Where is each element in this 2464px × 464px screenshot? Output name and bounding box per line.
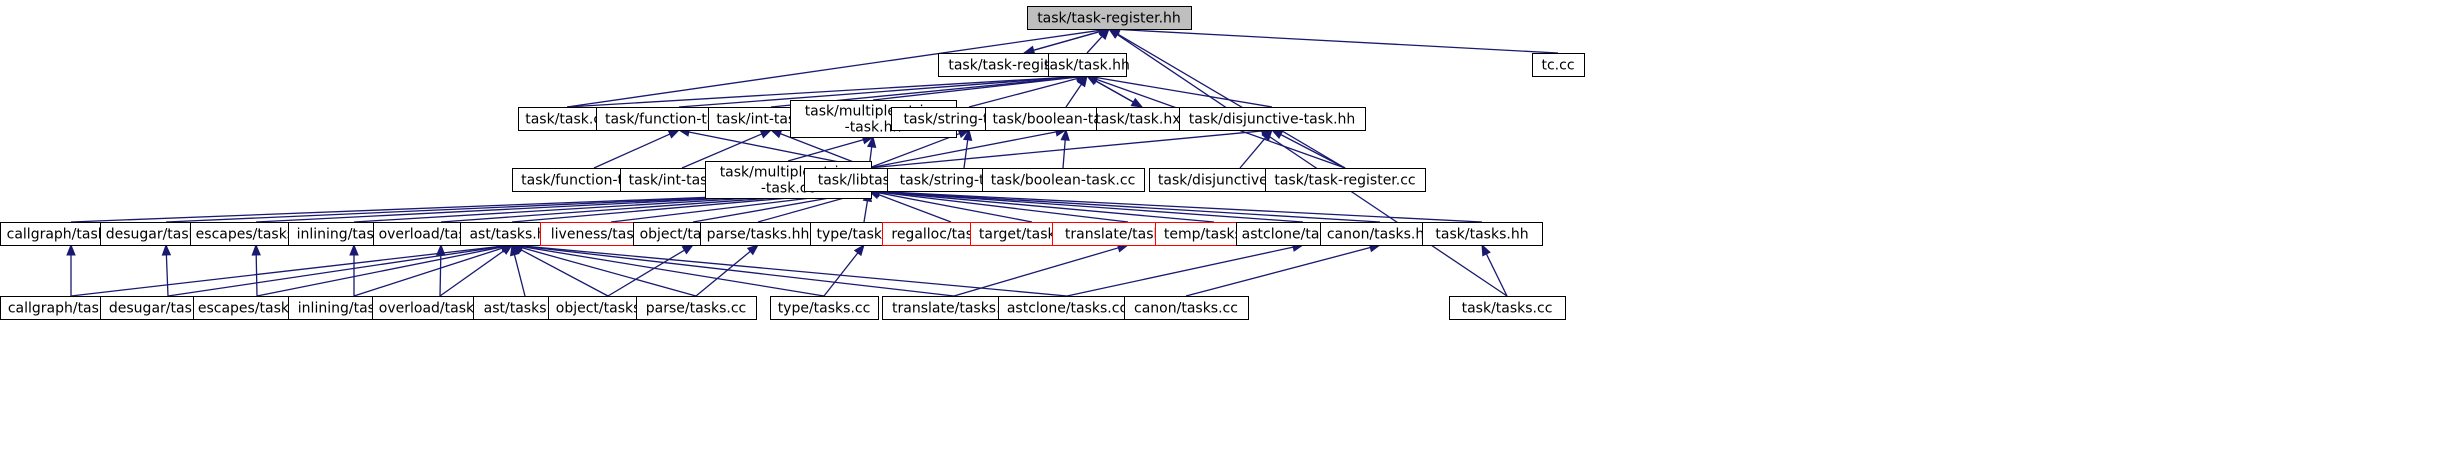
- node-label: task/tasks.hh: [1435, 227, 1528, 243]
- edges: [66, 24, 1559, 297]
- node-box: [1124, 296, 1249, 320]
- node-label: type/tasks.cc: [778, 301, 871, 317]
- edge-astc_cc-to-ast_hh: [510, 241, 1068, 297]
- edge-cg_cc-to-cg_hh: [66, 243, 76, 296]
- node-label: canon/tasks.hh: [1327, 227, 1433, 243]
- node-label: escapes/tasks.hh: [196, 227, 317, 243]
- edge-str_cc-to-str_hh: [962, 128, 973, 169]
- node-par_cc[interactable]: parse/tasks.cc: [636, 296, 757, 320]
- node-label: escapes/tasks.cc: [198, 301, 316, 317]
- edge-des_cc-to-des_hh: [161, 243, 172, 297]
- node-label: task/task.cc: [525, 112, 609, 128]
- edge-tsk_cc-to-tsk_hh: [1481, 243, 1508, 297]
- edge-obj_cc-to-obj_hh: [607, 244, 695, 297]
- node-reg_hh[interactable]: task/task-register.hh: [1027, 6, 1192, 30]
- edge-can_hh-to-libtask: [867, 186, 1381, 223]
- node-label: ast/tasks.hh: [469, 227, 554, 243]
- node-can_hh[interactable]: canon/tasks.hh: [1320, 222, 1441, 246]
- node-label: tc.cc: [1541, 58, 1574, 74]
- node-label: ast/tasks.cc: [484, 301, 567, 317]
- edge-bool_cc-to-bool_hh: [1060, 128, 1070, 169]
- edge-inl_cc-to-ast_hh: [353, 243, 514, 297]
- node-label: -task.cc: [761, 181, 815, 197]
- node-bool_cc[interactable]: task/boolean-task.cc: [982, 168, 1145, 192]
- node-label: overload/tasks.cc: [379, 301, 501, 317]
- node-box: [1027, 6, 1192, 30]
- node-box: [1422, 222, 1543, 246]
- edge-ovl_cc-to-ast_hh: [439, 244, 514, 297]
- edge-cg_cc-to-ast_hh: [70, 241, 514, 297]
- edge-ms_cc-to-ms_hh: [787, 135, 875, 162]
- node-label: canon/tasks.cc: [1134, 301, 1238, 317]
- edge-dis_hh-to-task_hh: [1085, 73, 1273, 108]
- edge-ast_cc-to-ast_hh: [510, 243, 526, 297]
- node-label: -task.hh: [845, 120, 902, 136]
- node-label: astclone/tasks.cc: [1007, 301, 1127, 317]
- node-box: [982, 168, 1145, 192]
- node-label: task/task.hh: [1044, 58, 1130, 74]
- edge-task_hh-to-task_hxx: [1086, 75, 1144, 108]
- node-label: task/task.hxx: [1095, 112, 1189, 128]
- node-label: task/task-register.hh: [1037, 11, 1181, 27]
- node-tsk_cc[interactable]: task/tasks.cc: [1449, 296, 1566, 320]
- edge-tsk_hh-to-libtask: [867, 186, 1483, 223]
- node-box: [1179, 107, 1366, 131]
- node-par_hh[interactable]: parse/tasks.hh: [700, 222, 817, 246]
- node-label: parse/tasks.cc: [646, 301, 746, 317]
- node-label: task/tasks.cc: [1462, 301, 1553, 317]
- edge-esc_cc-to-esc_hh: [251, 243, 261, 297]
- edge-can_cc-to-can_hh: [1185, 243, 1382, 297]
- edge-astc_cc-to-astc_hh: [1066, 242, 1305, 297]
- edge-reg_cc-to-reg_hh: [1107, 28, 1346, 169]
- node-label: object/tasks.cc: [556, 301, 660, 317]
- node-task_cc[interactable]: task/task.cc: [518, 107, 617, 131]
- node-box: [770, 296, 879, 320]
- edge-typ_cc-to-typ_hh: [823, 243, 865, 297]
- node-box: [1265, 168, 1426, 192]
- node-label: task/disjunctive-task.hh: [1189, 112, 1356, 128]
- node-typ_cc[interactable]: type/tasks.cc: [770, 296, 879, 320]
- node-box: [636, 296, 757, 320]
- node-box: [1449, 296, 1566, 320]
- nodes: task/task-register.hh task/task-register.…: [0, 6, 1585, 320]
- node-reg_cc[interactable]: task/task-register.cc: [1265, 168, 1426, 192]
- edge-par_cc-to-par_hh: [695, 244, 760, 297]
- node-label: task/boolean-task.cc: [991, 173, 1136, 189]
- node-label: translate/tasks.cc: [892, 301, 1016, 317]
- node-dis_hh[interactable]: task/disjunctive-task.hh: [1179, 107, 1366, 131]
- node-box: [1048, 53, 1127, 77]
- edge-reg_hh-to-reg_hxx: [1022, 28, 1110, 55]
- edge-tsk_cc-to-reg_hh: [1107, 28, 1508, 297]
- node-tr_cc[interactable]: translate/tasks.cc: [882, 296, 1027, 320]
- node-tc_cc[interactable]: tc.cc: [1532, 53, 1585, 77]
- node-label: parse/tasks.hh: [707, 227, 810, 243]
- node-task_hxx[interactable]: task/task.hxx: [1095, 107, 1189, 131]
- node-astc_cc[interactable]: astclone/tasks.cc: [998, 296, 1137, 320]
- node-task_hh[interactable]: task/task.hh: [1044, 53, 1130, 77]
- node-box: [1532, 53, 1585, 77]
- node-ast_hh[interactable]: ast/tasks.hh: [460, 222, 565, 246]
- edge-fn_cc-to-fn_hh: [593, 129, 681, 169]
- node-tsk_hh[interactable]: task/tasks.hh: [1422, 222, 1543, 246]
- edge-inl_cc-to-inl_hh: [349, 243, 359, 296]
- node-label: task/task-register.cc: [1274, 173, 1415, 189]
- node-can_cc[interactable]: canon/tasks.cc: [1124, 296, 1249, 320]
- edge-tr_cc-to-ast_hh: [510, 241, 955, 297]
- edge-bool_hh-to-task_hh: [1065, 74, 1088, 108]
